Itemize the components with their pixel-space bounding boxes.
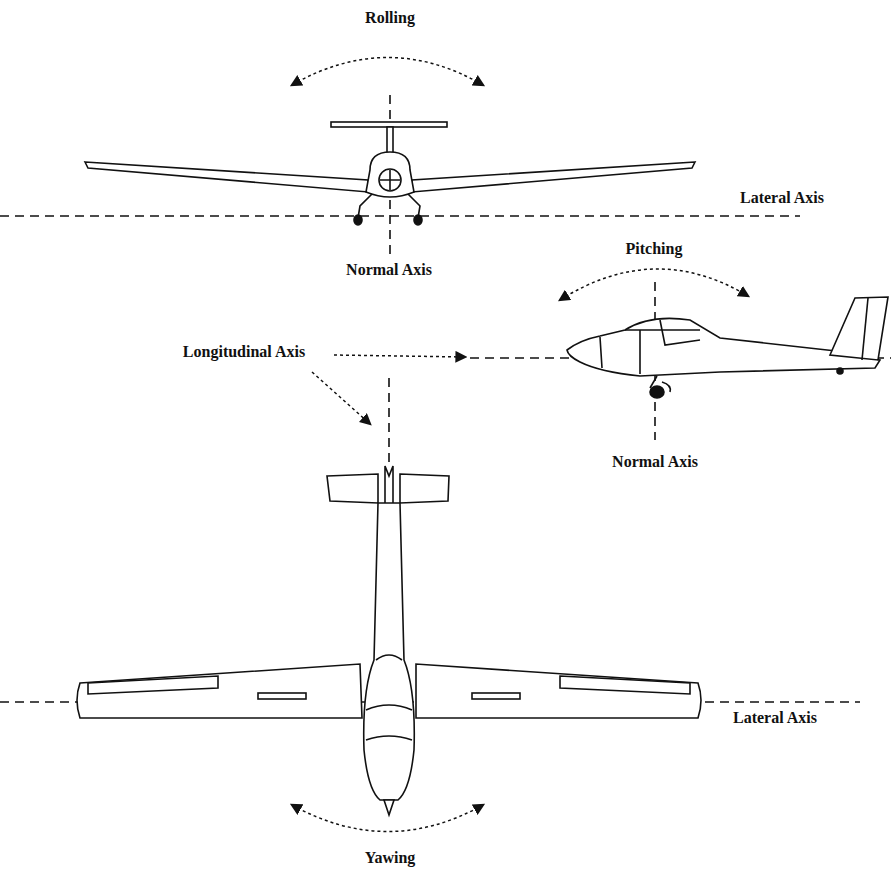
axis-label: Longitudinal Axis	[181, 343, 307, 361]
axis-label: Normal Axis	[344, 261, 434, 279]
motion-label: Yawing	[363, 849, 418, 867]
axis-label: Lateral Axis	[731, 709, 819, 727]
axis-lines	[0, 95, 891, 702]
axis-label: Lateral Axis	[738, 189, 826, 207]
motion-label: Rolling	[363, 9, 417, 27]
front-view-aircraft	[85, 122, 695, 225]
motion-label: Pitching	[624, 240, 685, 258]
top-view-aircraft	[77, 466, 701, 815]
axis-label: Normal Axis	[610, 453, 700, 471]
side-view-aircraft	[567, 297, 888, 398]
